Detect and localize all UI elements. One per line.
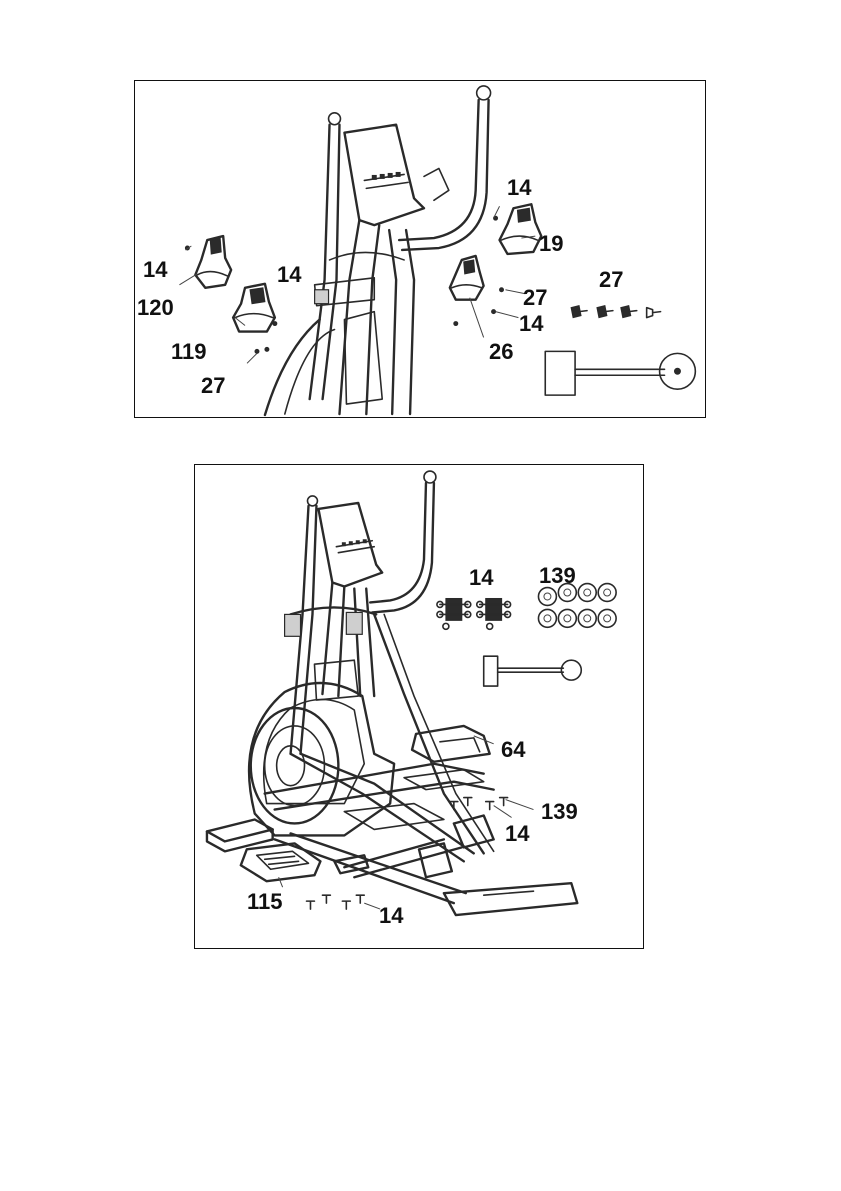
callout-14-bottom: 14 xyxy=(379,905,403,927)
callout-27-left: 27 xyxy=(201,375,225,397)
callout-115: 115 xyxy=(247,891,283,913)
bottom-panel-drawing xyxy=(195,465,643,948)
callout-14-left: 14 xyxy=(143,259,167,281)
part-26-cover xyxy=(450,256,484,300)
callout-14-right-top: 14 xyxy=(507,177,531,199)
assembly-step-top-panel: 14 120 14 119 27 14 19 27 27 14 26 xyxy=(134,80,706,418)
callout-27-mid: 27 xyxy=(523,287,547,309)
callout-26: 26 xyxy=(489,341,513,363)
pedal-rails xyxy=(265,764,494,830)
left-handlebar xyxy=(310,113,341,399)
callout-19: 19 xyxy=(539,233,563,255)
part-14-brackets-kit xyxy=(437,598,511,629)
handlebars xyxy=(291,471,436,754)
callout-14-mid: 14 xyxy=(277,264,301,286)
callout-27-right-top: 27 xyxy=(599,269,623,291)
part-139-washers-kit xyxy=(538,584,616,628)
part-19-cover xyxy=(500,204,542,254)
swing-arms xyxy=(291,614,494,861)
callout-139-mid: 139 xyxy=(541,801,578,823)
part-119-cover xyxy=(233,284,275,332)
central-mast xyxy=(265,220,414,415)
assembly-step-bottom-panel: 14 139 64 139 14 115 14 xyxy=(194,464,644,949)
flywheel-housing xyxy=(249,683,394,835)
console xyxy=(344,125,448,225)
bolts-bottom xyxy=(307,798,508,910)
hex-key-tool xyxy=(545,351,695,395)
callout-64: 64 xyxy=(501,739,525,761)
part-120-cover xyxy=(195,236,231,288)
console xyxy=(318,503,382,587)
callout-119: 119 xyxy=(171,341,207,363)
top-panel-drawing xyxy=(135,81,705,417)
part-27-screws-row xyxy=(571,306,660,318)
right-handlebar xyxy=(399,86,490,250)
part-115-pedal xyxy=(241,843,321,881)
callout-14-right-mid: 14 xyxy=(519,313,543,335)
callout-120: 120 xyxy=(137,297,174,319)
callout-139-kit: 139 xyxy=(539,565,576,587)
callout-14-kit: 14 xyxy=(469,567,493,589)
callout-14-mid: 14 xyxy=(505,823,529,845)
hex-key-tool xyxy=(484,656,582,686)
central-mast xyxy=(285,583,377,700)
